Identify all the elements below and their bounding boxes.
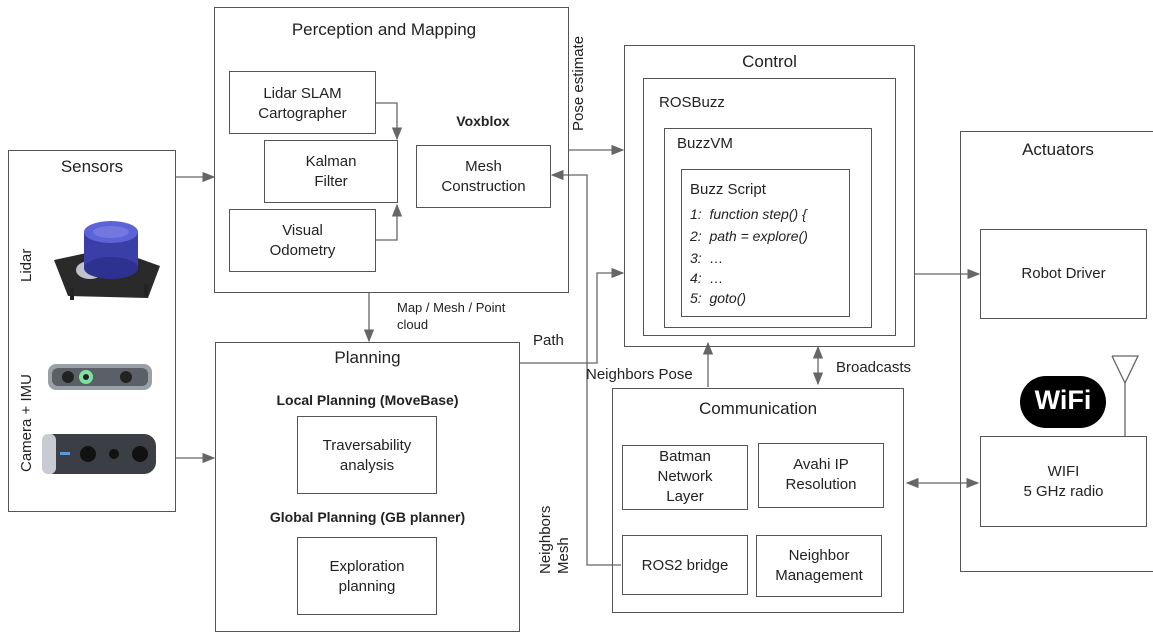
antenna-icon	[1111, 355, 1140, 385]
code-line-2: 2: path = explore()	[690, 228, 808, 244]
slam-to-kalman-arrow	[376, 102, 403, 141]
camera-tracking-image	[48, 364, 152, 390]
map-mesh-label: Map / Mesh / Point cloud	[397, 300, 506, 332]
broadcasts-label: Broadcasts	[836, 359, 912, 376]
wifi-radio-box	[980, 436, 1147, 527]
neighbors-pose-label: Neighbors Pose	[586, 366, 693, 383]
batman-box	[622, 445, 748, 510]
camera-imu-label: Camera + IMU	[18, 374, 35, 472]
lidar-slam-box	[229, 71, 376, 134]
buzzvm-box	[664, 128, 872, 328]
kalman-box	[264, 140, 398, 203]
buzz-script-label: Buzz Script	[690, 181, 766, 198]
avahi-box	[758, 443, 884, 508]
camera-depth-image	[42, 434, 156, 474]
communication-box	[612, 388, 904, 613]
code-line-5: 5: goto()	[690, 290, 747, 306]
rosbuzz-label: ROSBuzz	[659, 94, 725, 111]
exploration-label: Exploration planning	[329, 558, 405, 595]
mesh-construction-label: Mesh Construction	[441, 158, 526, 195]
traversability-box	[297, 416, 437, 494]
neighbor-management-box	[756, 535, 882, 597]
avahi-label: Avahi IP Resolution	[785, 456, 857, 493]
rosbuzz-box	[643, 78, 896, 336]
path-label: Path	[533, 332, 564, 349]
sensors-box	[8, 150, 176, 512]
code-line-3: 3: …	[690, 250, 724, 266]
actuators-title: Actuators	[1022, 140, 1094, 159]
sensors-title: Sensors	[60, 157, 124, 176]
control-title: Control	[742, 52, 797, 71]
planning-title: Planning	[334, 348, 401, 367]
wifi-logo	[1020, 376, 1106, 428]
local-planning-label: Local Planning (MoveBase)	[276, 392, 459, 408]
buzz-script-box	[681, 169, 850, 317]
visual-odometry-box	[229, 209, 376, 272]
robot-driver-label: Robot Driver	[1021, 265, 1106, 282]
wifi-logo-text: WiFi	[1034, 385, 1092, 415]
global-planning-label: Global Planning (GB planner)	[269, 509, 466, 525]
neighbors-mesh-label: Neighbors Mesh	[537, 505, 572, 574]
lidar-slam-label: Lidar SLAM Cartographer	[258, 85, 347, 122]
buzzvm-label: BuzzVM	[677, 135, 733, 152]
control-box	[624, 45, 915, 347]
odometry-to-kalman-arrow	[376, 203, 403, 241]
lidar-label: Lidar	[18, 248, 35, 282]
actuators-box	[960, 131, 1153, 572]
traversability-label: Traversability analysis	[322, 437, 412, 474]
code-line-1: 1: function step() {	[690, 206, 807, 222]
visual-odometry-label: Visual Odometry	[269, 222, 336, 259]
batman-label: Batman Network Layer	[657, 448, 713, 505]
voxblox-label: Voxblox	[456, 113, 510, 129]
perception-box	[214, 7, 569, 293]
wifi-radio-label: WIFI 5 GHz radio	[1023, 463, 1104, 500]
neighbor-management-label: Neighbor Management	[775, 547, 863, 584]
exploration-box	[297, 537, 437, 615]
ros2-bridge-label: ROS2 bridge	[641, 557, 729, 574]
communication-title: Communication	[698, 399, 818, 418]
mesh-construction-box	[416, 145, 551, 208]
path-arrow	[520, 267, 625, 364]
kalman-label: Kalman Filter	[305, 153, 357, 190]
lidar-image	[54, 221, 160, 300]
perception-title: Perception and Mapping	[291, 20, 477, 39]
code-line-4: 4: …	[690, 270, 724, 286]
neighbors-mesh-arrow	[550, 169, 621, 566]
pose-estimate-label: Pose estimate	[570, 35, 587, 131]
ros2-bridge-box	[622, 535, 748, 595]
robot-driver-box	[980, 229, 1147, 319]
